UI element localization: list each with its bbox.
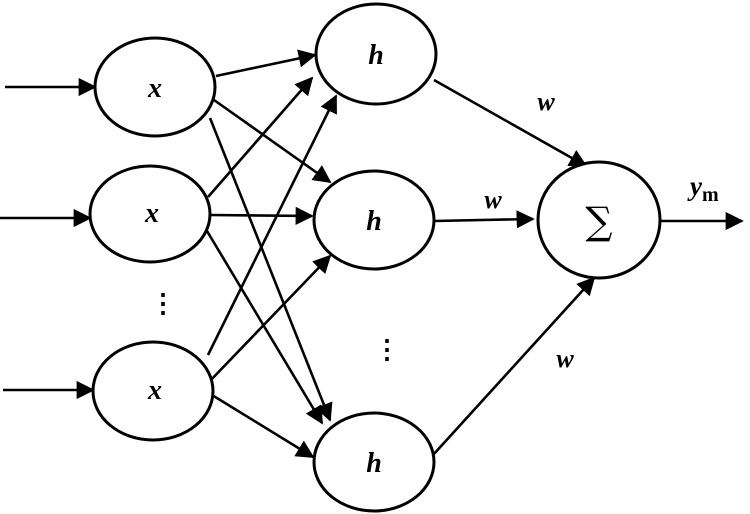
weight-label-bottom: w: [556, 344, 574, 373]
output-label: ym: [687, 171, 719, 206]
input-node-label: x: [144, 198, 159, 229]
weight-label-top: w: [537, 87, 555, 116]
input-node-label: x: [147, 375, 162, 406]
hidden-node-label: h: [368, 40, 384, 71]
edge-x3-h1: [206, 94, 338, 356]
input-ellipsis: ⋮: [150, 289, 176, 318]
weight-label-middle: w: [484, 185, 502, 214]
edge-x1-h1: [215, 49, 317, 78]
input-node-1: x: [93, 36, 217, 138]
edge-h2-sum: [433, 210, 535, 229]
input-node-3: x: [91, 340, 215, 442]
sum-node: ∑: [536, 160, 662, 280]
input-node-label: x: [147, 73, 162, 104]
output-label-subscript: m: [702, 184, 719, 206]
edge-x1-h3: [208, 117, 333, 422]
sum-symbol: ∑: [585, 199, 612, 243]
edge-x3-h3: [211, 393, 315, 459]
edge-x3-h2: [207, 254, 332, 384]
hidden-node-label: h: [366, 206, 382, 237]
edge-h3-sum: [432, 276, 596, 456]
edge-x2-h3: [205, 230, 324, 425]
hidden-node-label: h: [366, 448, 382, 479]
output-label-base: y: [687, 171, 703, 201]
hidden-node-2: h: [312, 169, 436, 271]
hidden-node-3: h: [312, 411, 436, 513]
edge-x2-h2: [209, 206, 314, 225]
input-node-2: x: [88, 164, 212, 264]
hidden-ellipsis: ⋮: [374, 335, 400, 364]
edge-x1-h2: [213, 98, 332, 184]
edge-x2-h1: [207, 76, 314, 198]
hidden-node-1: h: [314, 2, 438, 106]
edge-h1-sum: [433, 78, 588, 168]
